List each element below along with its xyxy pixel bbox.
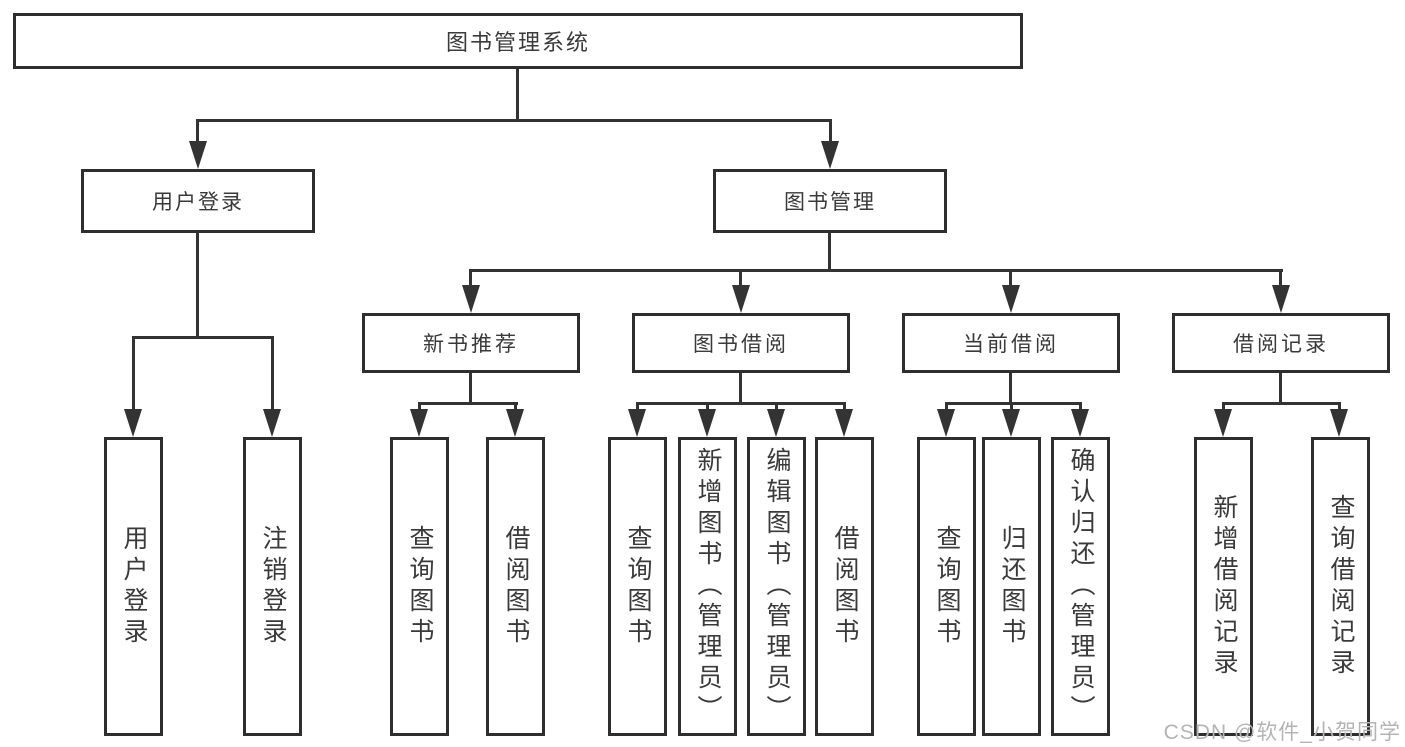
arrow-down-icon: [732, 285, 750, 313]
connector-line: [1079, 402, 1082, 412]
node-label: 新书推荐: [423, 333, 519, 356]
leaf-query-borrow-record: 查询借阅记录: [1311, 437, 1370, 736]
leaf-label: 新增借阅记录: [1210, 493, 1238, 680]
arrow-down-icon: [1330, 409, 1348, 437]
node-label: 借阅记录: [1233, 333, 1329, 356]
connector-line: [843, 402, 846, 412]
node-current-borrowing: 当前借阅: [902, 313, 1120, 373]
connector-line: [1279, 373, 1282, 404]
connector-line: [469, 269, 1283, 272]
arrow-down-icon: [1002, 285, 1020, 313]
arrow-down-icon: [506, 409, 524, 437]
connector-line: [828, 233, 831, 271]
node-label: 图书管理系统: [445, 30, 590, 55]
leaf-confirm-return-admin: 确认归还（管理员）: [1051, 437, 1110, 736]
connector-line: [132, 336, 274, 339]
arrow-down-icon: [462, 285, 480, 313]
leaf-return-book: 归还图书: [982, 437, 1041, 736]
leaf-label: 注销登录: [259, 524, 287, 649]
arrow-down-icon: [821, 141, 839, 169]
connector-line: [1222, 402, 1341, 405]
leaf-label: 借阅图书: [831, 524, 859, 649]
arrow-down-icon: [1002, 409, 1020, 437]
connector-line: [514, 402, 517, 412]
leaf-borrow-books: 借阅图书: [486, 437, 545, 736]
connector-line: [636, 402, 846, 405]
leaf-label: 编辑图书（管理员）: [763, 447, 791, 726]
connector-line: [775, 402, 778, 412]
leaf-label: 查询图书: [933, 524, 961, 649]
leaf-label: 新增图书（管理员）: [694, 447, 722, 726]
arrow-down-icon: [263, 409, 281, 437]
leaf-label: 用户登录: [120, 524, 148, 649]
leaf-add-borrow-record: 新增借阅记录: [1194, 437, 1253, 736]
connector-line: [636, 402, 639, 412]
arrow-down-icon: [937, 409, 955, 437]
connector-line: [945, 402, 1082, 405]
connector-line: [739, 269, 742, 290]
connector-line: [1010, 402, 1013, 412]
node-label: 当前借阅: [963, 333, 1059, 356]
leaf-logout: 注销登录: [243, 437, 302, 736]
connector-line: [1009, 373, 1012, 404]
leaf-label: 查询图书: [406, 524, 434, 649]
connector-line: [271, 336, 274, 412]
leaf-label: 确认归还（管理员）: [1067, 447, 1095, 726]
leaf-query-books: 查询图书: [917, 437, 976, 736]
node-book-borrowing: 图书借阅: [632, 313, 850, 373]
arrow-down-icon: [410, 409, 428, 437]
arrow-down-icon: [698, 409, 716, 437]
connector-line: [418, 402, 421, 412]
node-label: 图书借阅: [693, 333, 789, 356]
arrow-down-icon: [1272, 285, 1290, 313]
node-library-management-system: 图书管理系统: [13, 13, 1023, 69]
arrow-down-icon: [1071, 409, 1089, 437]
connector-line: [1279, 269, 1282, 290]
leaf-label: 借阅图书: [502, 524, 530, 649]
node-user-login: 用户登录: [81, 169, 315, 233]
connector-line: [196, 119, 199, 144]
leaf-user-login: 用户登录: [104, 437, 163, 736]
leaf-label: 查询借阅记录: [1327, 493, 1355, 680]
leaf-query-books: 查询图书: [390, 437, 449, 736]
node-label: 图书管理: [784, 191, 876, 214]
node-book-management: 图书管理: [713, 169, 947, 233]
connector-line: [1009, 269, 1012, 290]
connector-line: [706, 402, 709, 412]
connector-line: [829, 119, 832, 144]
connector-line: [516, 69, 519, 121]
connector-line: [739, 373, 742, 404]
connector-line: [418, 402, 518, 405]
leaf-add-book-admin: 新增图书（管理员）: [678, 437, 737, 736]
node-new-book-recommend: 新书推荐: [362, 313, 580, 373]
connector-line: [196, 119, 832, 122]
connector-line: [1338, 402, 1341, 412]
arrow-down-icon: [628, 409, 646, 437]
arrow-down-icon: [767, 409, 785, 437]
arrow-down-icon: [835, 409, 853, 437]
node-borrowing-records: 借阅记录: [1172, 313, 1390, 373]
connector-line: [196, 233, 199, 338]
arrow-down-icon: [189, 141, 207, 169]
leaf-query-books: 查询图书: [608, 437, 667, 736]
arrow-down-icon: [1214, 409, 1232, 437]
node-label: 用户登录: [152, 191, 244, 214]
arrow-down-icon: [124, 409, 142, 437]
connector-line: [469, 373, 472, 404]
csdn-watermark: CSDN @软件_小贺同学: [1163, 721, 1401, 744]
leaf-borrow-books: 借阅图书: [815, 437, 874, 736]
connector-line: [1222, 402, 1225, 412]
leaf-edit-book-admin: 编辑图书（管理员）: [747, 437, 806, 736]
leaf-label: 查询图书: [624, 524, 652, 649]
connector-line: [132, 336, 135, 412]
leaf-label: 归还图书: [998, 524, 1026, 649]
connector-line: [945, 402, 948, 412]
connector-line: [469, 269, 472, 290]
